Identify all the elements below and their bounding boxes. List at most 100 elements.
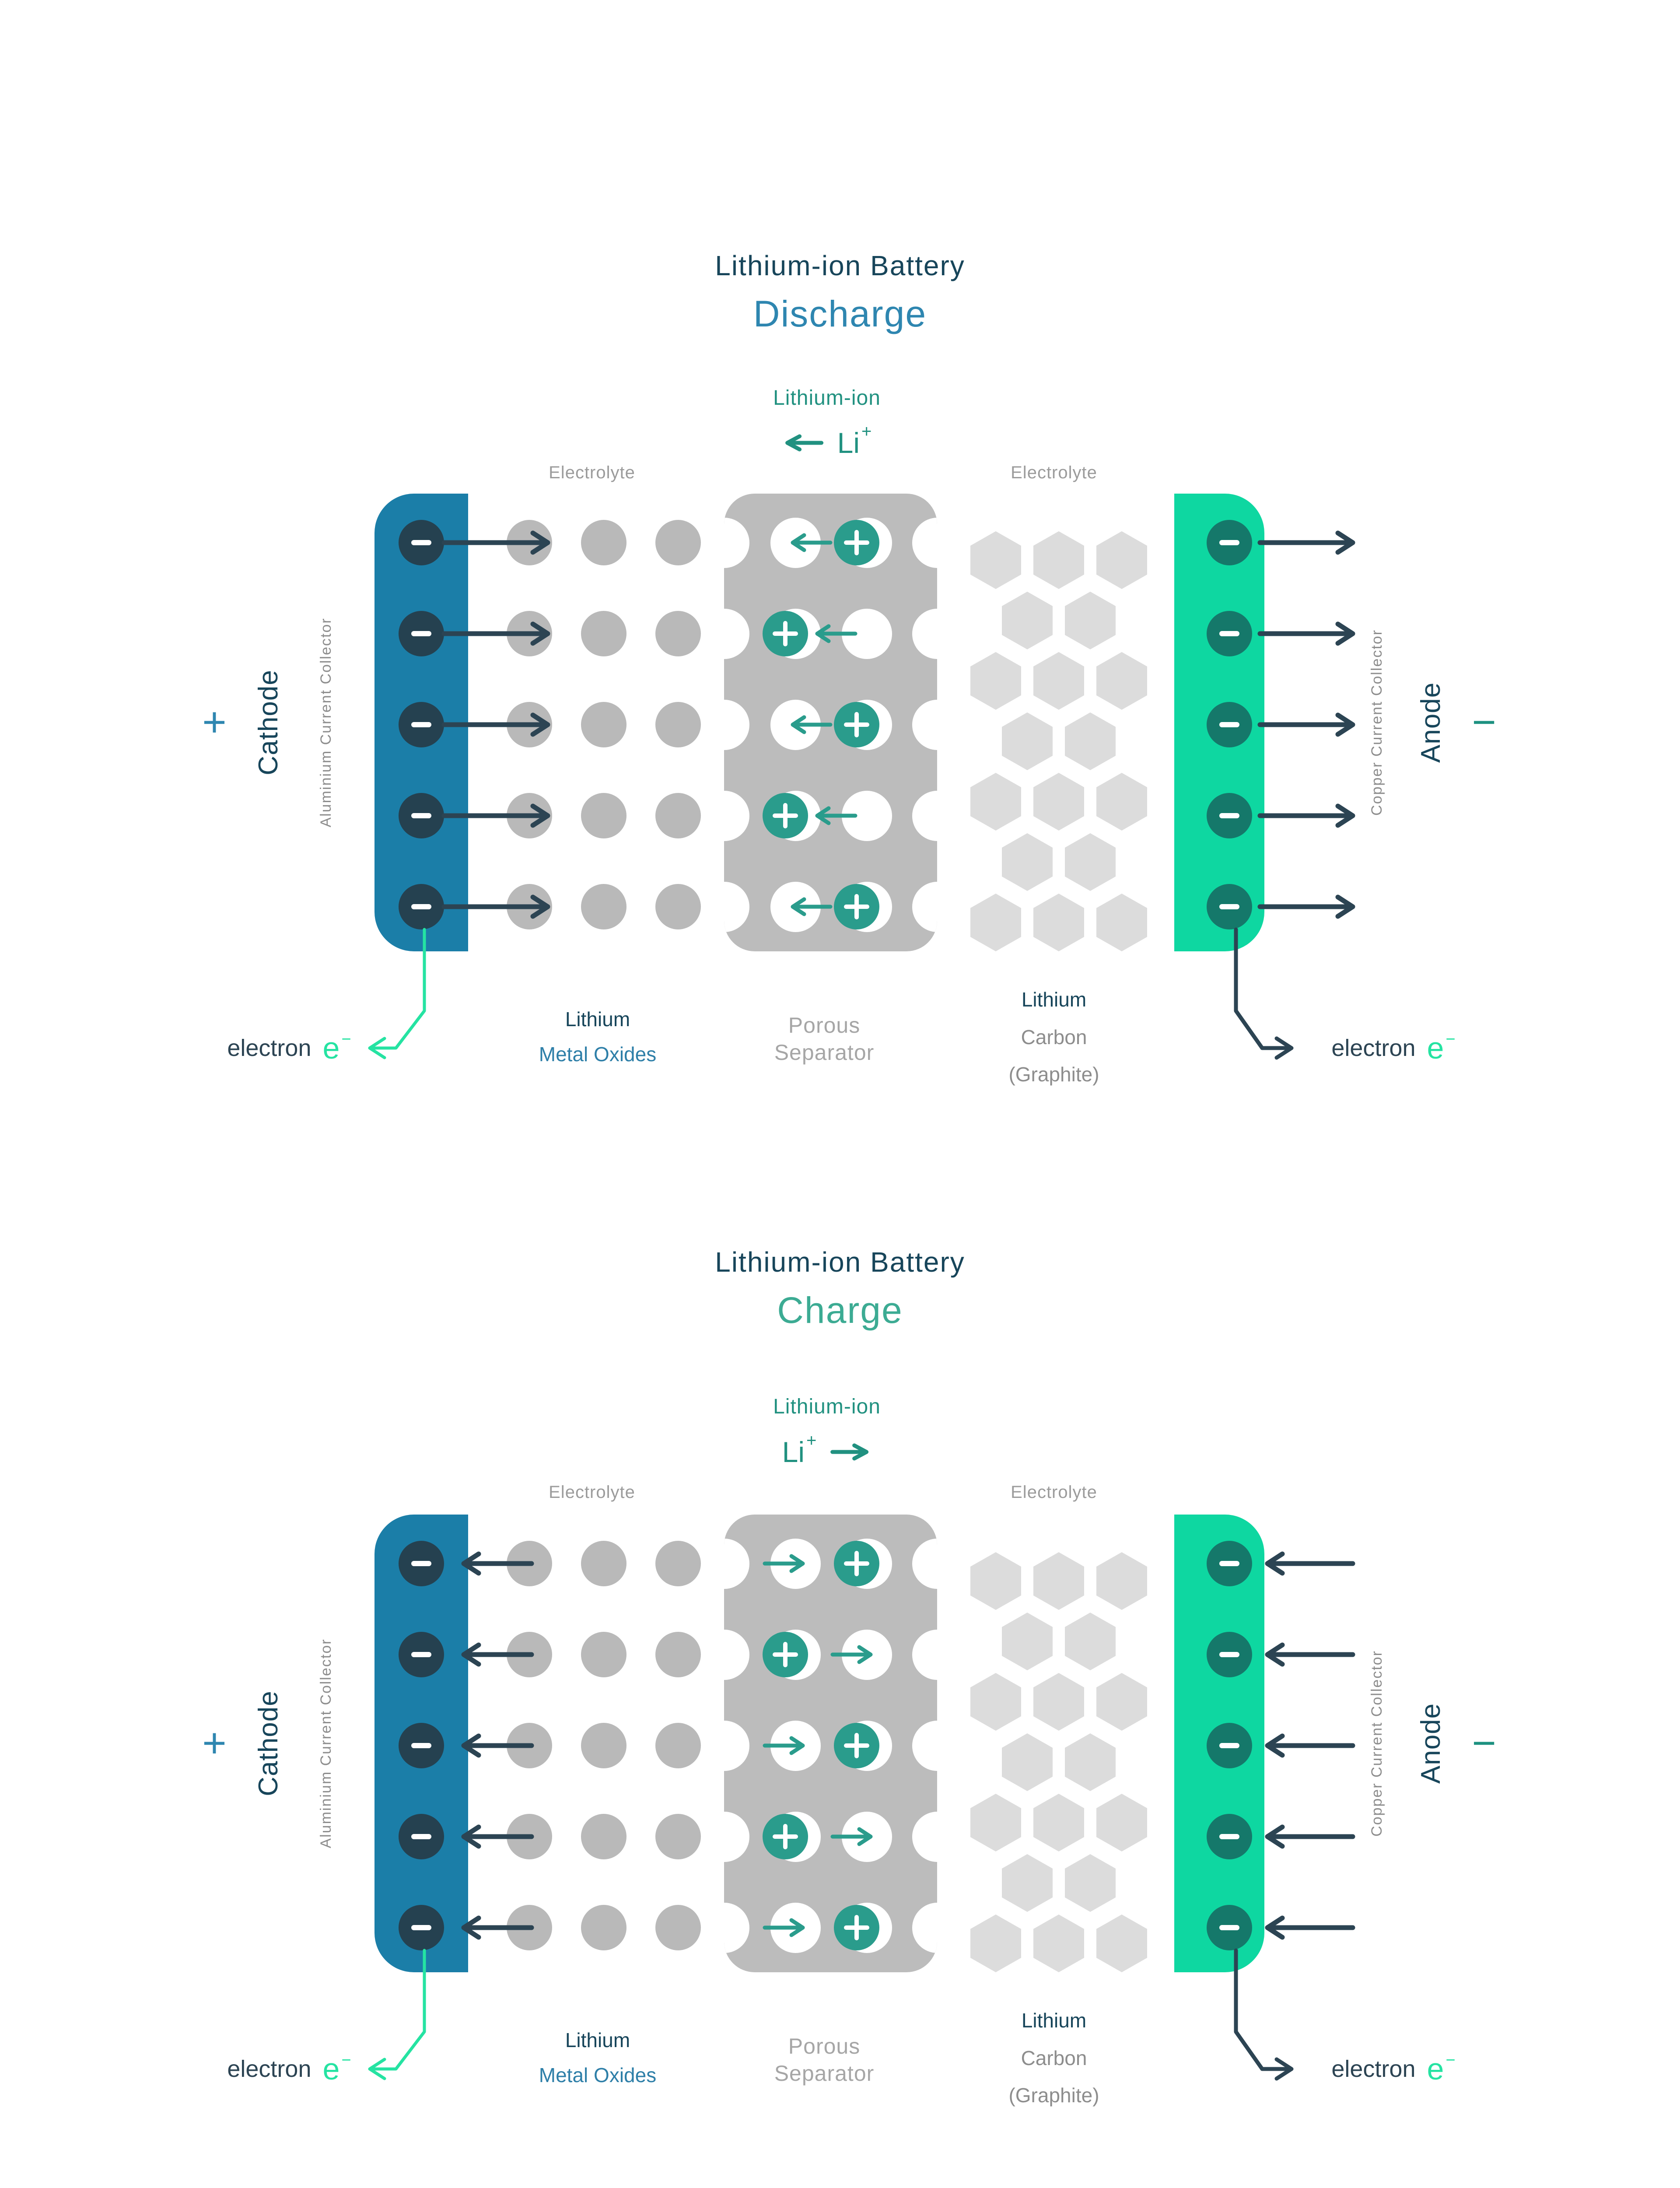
separator-pore [841,1811,892,1862]
graphite-hexagon [1096,1794,1147,1851]
plus-icon-stroke [854,1551,859,1576]
minus-icon [1219,813,1239,818]
plus-icon-stroke [783,621,788,646]
graphite-hexagon [1096,1673,1147,1731]
electron-word-right: electron [1331,2056,1416,2082]
electron-arrow-anode [1257,894,1355,919]
ion-direction-arrow-path [830,1443,868,1461]
porous-separator [724,494,937,951]
separator-pore [724,1902,749,1953]
separator-pore [912,1629,937,1680]
graphite-hexagon [1096,894,1147,951]
electrolyte-particle [655,793,701,838]
minus-icon [411,722,431,727]
minus-icon [1219,1743,1239,1748]
minus-icon [411,1834,431,1839]
electron-symbol-group: e− [1427,1030,1456,1065]
electrolyte-particle [581,1541,626,1586]
graphite-hexagon [1002,712,1053,770]
separator-pore [724,881,749,932]
minus-icon [1219,1925,1239,1930]
electrolyte-particle [655,1632,701,1677]
plus-icon [844,530,869,555]
electron-symbol-right: e [1427,2052,1444,2086]
electrolyte-particle [581,520,626,565]
electron-sign-right: − [1446,1030,1456,1048]
electron-arrow-anode [1257,621,1355,646]
electrolyte-particle [655,1541,701,1586]
electron-arrow-anode [1265,1915,1355,1940]
separator-pore [912,1720,937,1771]
electrolyte-particle [507,884,552,929]
aluminium-collector-label: Aluminium Current Collector [318,617,334,828]
graphite-hexagon [1033,531,1084,589]
plus-icon [773,621,798,646]
separator-pore [912,699,937,750]
separator-pore [912,881,937,932]
electron-arrow-anode [1257,712,1355,737]
lithium-ion-symbol-group: Li+ [782,1432,872,1466]
separator-pore [724,1538,749,1589]
electrolyte-particle [507,793,552,838]
plus-icon-stroke [783,803,788,828]
plus-icon-stroke [854,712,859,737]
cathode-material-line: Metal Oxides [539,2064,657,2086]
graphite-hexagon [1096,1552,1147,1610]
electrolyte-particle [655,520,701,565]
anode-material-line: Carbon [1021,2047,1087,2069]
graphite-hexagon [1033,894,1084,951]
cathode-polarity-sign: + [202,1720,227,1767]
graphite-hexagon [970,1914,1021,1972]
electron-symbol-right: e [1427,1031,1444,1065]
electron-symbol-group: e− [1427,2051,1456,2086]
electron-arrow-anode [1265,1551,1355,1576]
electron-sign-right: − [1446,2051,1456,2069]
graphite-hexagon [1033,1794,1084,1851]
li-symbol-wrap: Li+ [782,1432,817,1466]
electron-label-left: electron e− [227,2052,351,2084]
electrolyte-particle [507,1814,552,1859]
lithium-ion-label: Lithium-ion [773,1395,881,1418]
separator-pore [912,1902,937,1953]
anode-material-line: Lithium [1021,988,1087,1011]
lithium-ion-label: Lithium-ion [773,386,881,410]
electrolyte-particle [581,1814,626,1859]
electrolyte-label-left: Electrolyte [549,1483,635,1502]
separator-pore [724,1629,749,1680]
electron-symbol-group: e− [322,2052,351,2084]
graphite-hexagon [970,1552,1021,1610]
anode-material-line: Carbon [1021,1026,1087,1048]
electron-arrow-anode [1265,1733,1355,1758]
electron-sign-left: − [341,1030,351,1048]
electrolyte-particle [655,1723,701,1768]
plus-icon [844,1915,869,1940]
diagram-subtitle: Discharge [753,293,927,334]
minus-icon [411,1652,431,1657]
electron-word-left: electron [227,2056,312,2082]
separator-pore [770,1720,821,1771]
minus-icon [411,1743,431,1748]
separator-pore [724,1811,749,1862]
graphite-hexagon [1065,1613,1116,1670]
graphite-hexagon [970,773,1021,831]
graphite-hexagon [1096,531,1147,589]
plus-icon [773,1642,798,1667]
graphite-hexagon [1033,1552,1084,1610]
graphite-hexagon [1002,1613,1053,1670]
porous-separator [724,1515,937,1972]
anode-polarity-sign: − [1472,699,1496,746]
separator-pore [724,1720,749,1771]
plus-icon-stroke [854,530,859,555]
electrolyte-particle [507,520,552,565]
electrolyte-particle [581,1905,626,1950]
lithium-ion-symbol-group: Li+ [782,423,872,457]
separator-pore [912,608,937,659]
separator-label-line: Separator [774,1040,875,1065]
electrolyte-particle [655,611,701,656]
cathode-polarity-sign: + [202,699,227,746]
anode-label: Anode [1416,682,1446,763]
plus-icon [844,712,869,737]
graphite-hexagon [1065,592,1116,649]
separator-pore [770,1538,821,1589]
